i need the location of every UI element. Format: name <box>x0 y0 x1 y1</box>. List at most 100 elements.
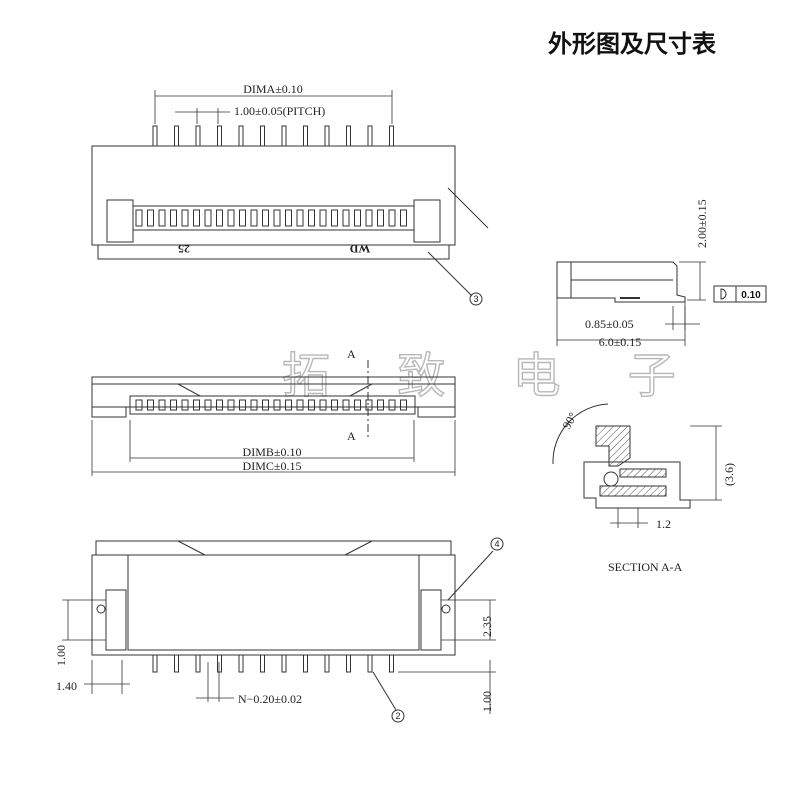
bottom-view-left-hole <box>96 604 106 614</box>
dim-n-label: N−0.20±0.02 <box>238 692 302 706</box>
bottom-view-left-latch <box>105 589 127 651</box>
top-view-contact <box>296 209 304 227</box>
bottom-view-housing <box>91 554 456 656</box>
angle-label: 90° <box>559 410 580 432</box>
bottom-view-right-hole <box>441 604 451 614</box>
front-view-contact <box>170 399 177 411</box>
front-view-contact <box>308 399 315 411</box>
bottom-view-actuator <box>177 540 373 556</box>
top-view-pin <box>217 125 222 147</box>
bottom-view <box>91 540 494 711</box>
top-view <box>91 125 489 297</box>
top-view-pin <box>238 125 244 147</box>
section-contact-lower <box>599 485 667 497</box>
top-view-pin <box>367 125 373 147</box>
front-view-contact <box>285 399 292 411</box>
side-view-body <box>570 261 686 303</box>
front-view-contact <box>250 399 258 411</box>
section-mark-top: A <box>347 347 356 361</box>
top-view-contact <box>262 209 269 227</box>
bottom-view-pin <box>195 654 201 673</box>
bottom-view-pin <box>174 654 179 673</box>
dim-3.6: (3.6) <box>722 463 736 486</box>
top-view-pin <box>174 125 179 147</box>
flatness-box <box>713 285 767 303</box>
dim-6.0: 6.0±0.15 <box>599 335 642 349</box>
bottom-view-pin <box>281 654 287 673</box>
top-view-contact <box>239 209 246 227</box>
callout-4-leader <box>447 550 494 601</box>
bottom-view-pin <box>367 654 373 673</box>
front-view-contact <box>331 399 338 411</box>
drawing-title: 外形图及尺寸表 <box>548 30 717 58</box>
front-view-contact-window <box>129 395 416 415</box>
flatness-symbol <box>720 288 727 300</box>
front-view-contact <box>273 399 281 411</box>
front-view-contact <box>400 399 407 411</box>
callout-3-leader <box>427 251 473 297</box>
front-view-contact <box>181 399 189 411</box>
dim-1.40: 1.40 <box>56 679 77 693</box>
bottom-view-pin <box>238 654 244 673</box>
bottom-view-dims <box>62 599 496 714</box>
section-pivot <box>603 471 619 487</box>
callout-4-circle <box>490 537 504 551</box>
bottom-view-pin <box>260 654 265 673</box>
front-view-contact <box>227 399 235 411</box>
front-view-contact <box>377 399 384 411</box>
bottom-view-pin <box>324 654 330 673</box>
top-view-right-latch <box>413 199 441 243</box>
top-view-left-latch <box>106 199 134 243</box>
top-view-contact <box>354 209 361 227</box>
top-view-contact <box>158 209 166 227</box>
top-view-contact <box>170 209 177 227</box>
watermark-text: 拓 致 电 子 <box>282 348 702 404</box>
angle-arc <box>552 403 609 465</box>
mark-wd: WD <box>349 242 370 256</box>
front-view-contact <box>135 399 143 411</box>
section-housing <box>583 461 691 509</box>
front-view-contact <box>319 399 327 411</box>
bottom-view-body <box>127 554 420 651</box>
top-view-contact <box>377 209 384 227</box>
top-view-contact <box>181 209 189 227</box>
front-view-contact <box>147 399 154 411</box>
top-view-contact <box>250 209 258 227</box>
front-view-contact <box>388 399 396 411</box>
front-view-contact <box>365 399 373 411</box>
section-label: SECTION A-A <box>608 560 683 574</box>
side-view-back <box>556 261 572 299</box>
top-view-contact <box>216 209 223 227</box>
top-view-pin <box>281 125 287 147</box>
dim-2.35: 2.35 <box>480 616 494 637</box>
bottom-view-pin <box>217 654 222 673</box>
bottom-view-pin <box>389 654 394 673</box>
top-view-contact <box>400 209 407 227</box>
front-view-contact <box>216 399 223 411</box>
dim-b-label: DIMB±0.10 <box>243 445 302 459</box>
front-view <box>91 360 456 476</box>
mark-25: 25 <box>178 242 190 256</box>
callout-2-circle <box>391 709 405 723</box>
callout-4-label: 4 <box>494 539 499 549</box>
dim-a-label: DIMA±0.10 <box>243 82 303 96</box>
top-view-contact <box>204 209 212 227</box>
top-view-pin <box>195 125 201 147</box>
dim-2.00: 2.00±0.15 <box>695 199 709 248</box>
top-view-contact-slot <box>132 205 415 231</box>
top-view-pin <box>303 125 308 147</box>
front-view-contact <box>354 399 361 411</box>
section-view <box>552 403 722 528</box>
top-view-contact <box>308 209 315 227</box>
top-view-contact <box>365 209 373 227</box>
callout-2-leader <box>372 671 397 711</box>
top-view-contact <box>273 209 281 227</box>
dim-1.00-left: 1.00 <box>54 645 68 666</box>
front-view-contact <box>296 399 304 411</box>
callout-3-label: 3 <box>473 294 478 304</box>
top-view-contact <box>285 209 292 227</box>
bottom-view-pin <box>346 654 351 673</box>
front-view-contact <box>204 399 212 411</box>
top-view-pin <box>324 125 330 147</box>
